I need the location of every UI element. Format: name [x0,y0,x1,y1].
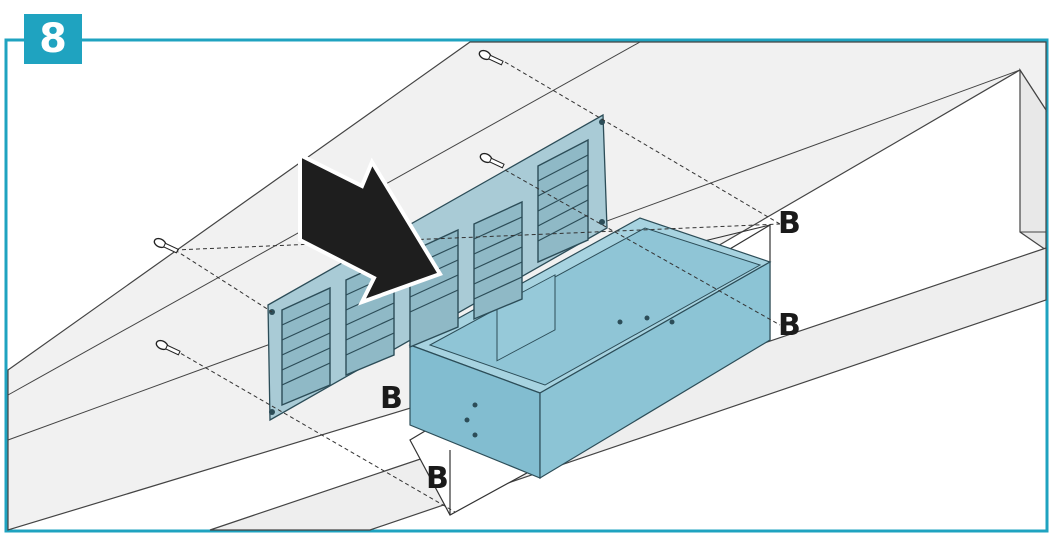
callout-b-bottom: B [426,461,449,496]
step-number-badge: 8 [24,14,82,64]
screw-icon [153,237,179,254]
mount-hole [669,319,675,325]
install-arrow-icon [298,151,443,306]
screw-icon [478,49,504,66]
mount-hole [472,402,478,408]
mount-hole [644,315,650,321]
opening-edge-2 [699,224,771,243]
grille-hole [599,219,605,225]
guide-lines [174,61,781,513]
callout-b-left: B [380,381,403,416]
callout-b-top-right: B [778,206,801,241]
mount-hole [464,417,470,423]
duct-panel-1 [496,274,556,362]
screw-icon [155,339,181,356]
callout-b-mid-right: B [778,308,801,343]
screw-icon [479,152,505,169]
mount-hole [617,319,623,325]
frame-border [4,38,1049,533]
mount-hole [472,432,478,438]
duct-box-side [539,260,771,480]
grille-hole [269,409,275,415]
